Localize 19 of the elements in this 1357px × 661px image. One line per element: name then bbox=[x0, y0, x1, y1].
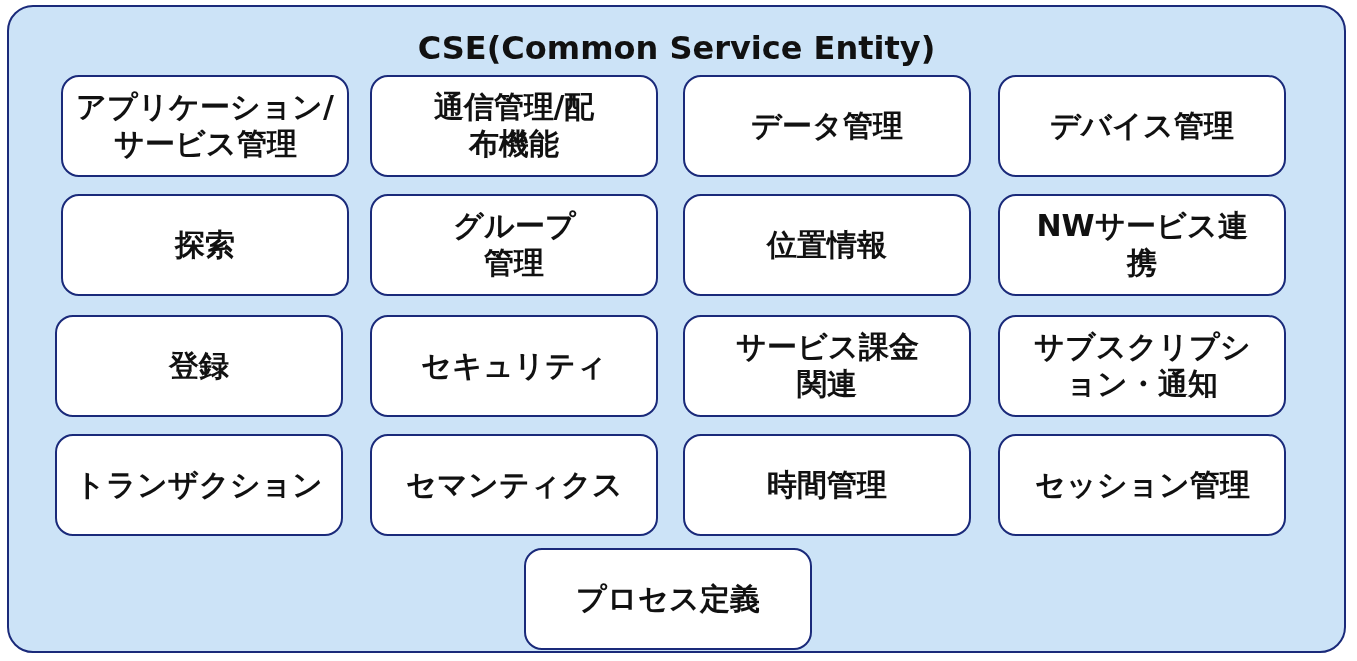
entity-panel bbox=[7, 5, 1346, 653]
function-box: セッション管理 bbox=[998, 434, 1286, 536]
function-box: サブスクリプション・通知 bbox=[998, 315, 1286, 417]
function-box: NWサービス連携 bbox=[998, 194, 1286, 296]
function-box: 位置情報 bbox=[683, 194, 971, 296]
function-box: 時間管理 bbox=[683, 434, 971, 536]
function-box: セキュリティ bbox=[370, 315, 658, 417]
function-box: 登録 bbox=[55, 315, 343, 417]
panel-title: CSE(Common Service Entity) bbox=[417, 29, 936, 67]
function-box: デバイス管理 bbox=[998, 75, 1286, 177]
function-box: 通信管理/配布機能 bbox=[370, 75, 658, 177]
function-box: プロセス定義 bbox=[524, 548, 812, 650]
function-box: グループ管理 bbox=[370, 194, 658, 296]
function-box: サービス課金関連 bbox=[683, 315, 971, 417]
function-box: データ管理 bbox=[683, 75, 971, 177]
function-box: アプリケーション/サービス管理 bbox=[61, 75, 349, 177]
function-box: トランザクション bbox=[55, 434, 343, 536]
function-box: セマンティクス bbox=[370, 434, 658, 536]
function-box: 探索 bbox=[61, 194, 349, 296]
